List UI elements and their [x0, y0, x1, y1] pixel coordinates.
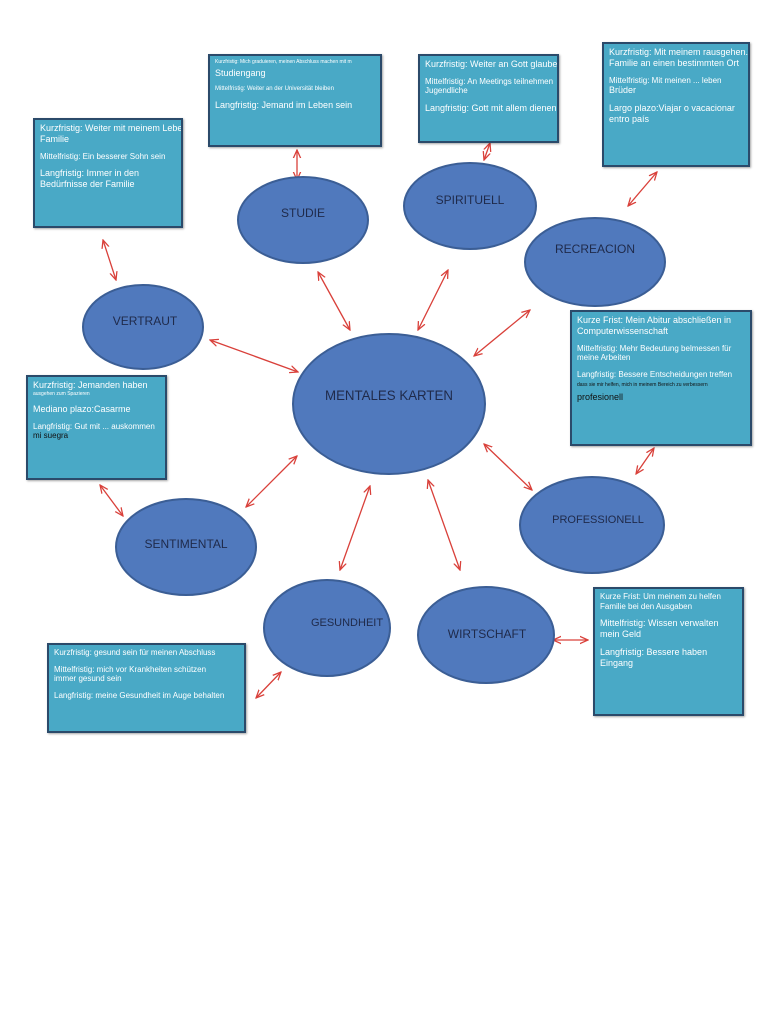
box-recreacion-line3: Mittelfristig: Mit meinen ... leben [609, 75, 722, 85]
node-studie [237, 176, 369, 264]
box-studie-line2: Studiengang [215, 68, 266, 78]
box-vertraut-line2: Familie [40, 133, 70, 144]
box-spirituell: Kurzfristig: Weiter an Gott glauben Mitt… [418, 54, 559, 143]
box-sentimental: Kurzfristig: Jemanden haben ausgehen zum… [26, 375, 167, 480]
box-sentimental-line5: mi suegra [33, 431, 69, 441]
arrow-center-studie [318, 272, 350, 330]
arrow-sentimental-box [100, 485, 123, 516]
box-professionell-line4: meine Arbeiten [577, 353, 631, 363]
box-spirituell-line3: Jugendliche [425, 86, 468, 96]
box-recreacion-line1: Kurzfristig: Mit meinem rausgehen. [609, 47, 749, 57]
box-spirituell-line1: Kurzfristig: Weiter an Gott glauben [425, 59, 559, 69]
box-gesundheit-line2: Mittelfristig: mich vor Krankheiten schü… [54, 664, 207, 674]
box-wirtschaft: Kurze Frist: Um meinem zu helfen Familie… [593, 587, 744, 716]
node-wirtschaft [417, 586, 555, 684]
arrow-center-wirtschaft [428, 480, 460, 570]
box-professionell-line3: Mittelfristig: Mehr Bedeutung belmessen … [577, 343, 732, 353]
box-recreacion-line5: Largo plazo:Viajar o vacacionar [609, 102, 735, 113]
node-label-gesundheit: GESUNDHEIT [311, 617, 383, 629]
box-vertraut: Kurzfristig: Weiter mit meinem Leben Fam… [33, 118, 183, 228]
node-center [292, 333, 486, 475]
box-wirtschaft-line1: Kurze Frist: Um meinem zu helfen [600, 592, 721, 601]
node-label-spirituell: SPIRITUELL [436, 193, 505, 207]
node-label-recreacion: RECREACION [555, 242, 635, 256]
box-professionell-line6: dass sie mir helfen, mich in meinem Bere… [577, 382, 708, 389]
node-sentimental [115, 498, 257, 596]
box-vertraut-line5: Bedürfnisse der Familie [40, 178, 135, 189]
arrow-center-sentimental [246, 456, 297, 507]
box-recreacion: Kurzfristig: Mit meinem rausgehen. Famil… [602, 42, 750, 167]
box-gesundheit: Kurzfristig: gesund sein für meinen Absc… [47, 643, 246, 733]
arrow-center-vertraut [210, 340, 298, 372]
box-gesundheit-line4: Langfristig: meine Gesundheit im Auge be… [54, 690, 225, 700]
box-vertraut-line1: Kurzfristig: Weiter mit meinem Leben [40, 123, 183, 133]
node-label-professionell: PROFESSIONELL [552, 514, 644, 526]
box-wirtschaft-line4: mein Geld [600, 628, 642, 639]
box-wirtschaft-line3: Mittelfristig: Wissen verwalten [600, 618, 719, 629]
box-wirtschaft-line2: Familie bei den Ausgaben [600, 601, 693, 611]
box-recreacion-line4: Brüder [609, 85, 637, 96]
arrow-center-gesundheit [340, 486, 370, 570]
box-gesundheit-line3: immer gesund sein [54, 674, 122, 684]
box-studie-line3: Mittelfristig: Weiter an der Universität… [215, 85, 334, 92]
node-spirituell [403, 162, 537, 250]
box-sentimental-line4: Langfristig: Gut mit ... auskommen [33, 421, 155, 431]
box-spirituell-line4: Langfristig: Gott mit allem dienen [425, 102, 557, 113]
box-professionell-line2: Computerwissenschaft [577, 325, 669, 336]
node-recreacion [524, 217, 666, 307]
node-gesundheit [263, 579, 391, 677]
arrow-recreacion-box [628, 172, 657, 206]
arrow-center-professionell [484, 444, 532, 490]
node-label-sentimental: SENTIMENTAL [144, 537, 227, 551]
arrow-spirituell-box [484, 143, 490, 160]
arrow-center-recreacion [474, 310, 530, 356]
node-vertraut [82, 284, 204, 370]
arrow-gesundheit-box [256, 672, 281, 698]
node-label-studie: STUDIE [281, 206, 325, 220]
box-professionell: Kurze Frist: Mein Abitur abschließen in … [570, 310, 752, 446]
arrow-vertraut-box [103, 240, 116, 280]
arrow-professionell-box [636, 448, 654, 474]
box-sentimental-line2: ausgehen zum Spazieren [33, 390, 90, 397]
box-sentimental-line1: Kurzfristig: Jemanden haben [33, 380, 148, 390]
box-vertraut-line3: Mittelfristig: Ein besserer Sohn sein [40, 151, 166, 161]
box-vertraut-line4: Langfristig: Immer in den [40, 168, 140, 179]
box-professionell-line7: profesionell [577, 392, 624, 403]
box-professionell-line1: Kurze Frist: Mein Abitur abschließen in [577, 315, 732, 325]
box-professionell-line5: Langfristig: Bessere Entscheidungen tref… [577, 369, 733, 379]
box-studie: Kurzfristig: Mich graduieren, meinen Abs… [208, 54, 382, 147]
box-recreacion-line6: entro país [609, 113, 650, 124]
box-studie-line4: Langfristig: Jemand im Leben sein [215, 99, 353, 110]
box-wirtschaft-line5: Langfristig: Bessere haben [600, 646, 708, 657]
box-gesundheit-line1: Kurzfristig: gesund sein für meinen Absc… [54, 648, 216, 657]
node-professionell [519, 476, 665, 574]
box-spirituell-line2: Mittelfristig: An Meetings teilnehmen [425, 76, 554, 86]
center-label: MENTALES KARTEN [325, 387, 453, 403]
arrow-center-spirituell [418, 270, 448, 330]
box-recreacion-line2: Familie an einen bestimmten Ort [609, 57, 740, 68]
box-sentimental-line3: Mediano plazo:Casarme [33, 403, 131, 414]
node-label-vertraut: VERTRAUT [113, 314, 178, 328]
node-label-wirtschaft: WIRTSCHAFT [448, 627, 527, 641]
box-studie-line1: Kurzfristig: Mich graduieren, meinen Abs… [215, 59, 352, 65]
box-wirtschaft-line6: Eingang [600, 657, 634, 668]
